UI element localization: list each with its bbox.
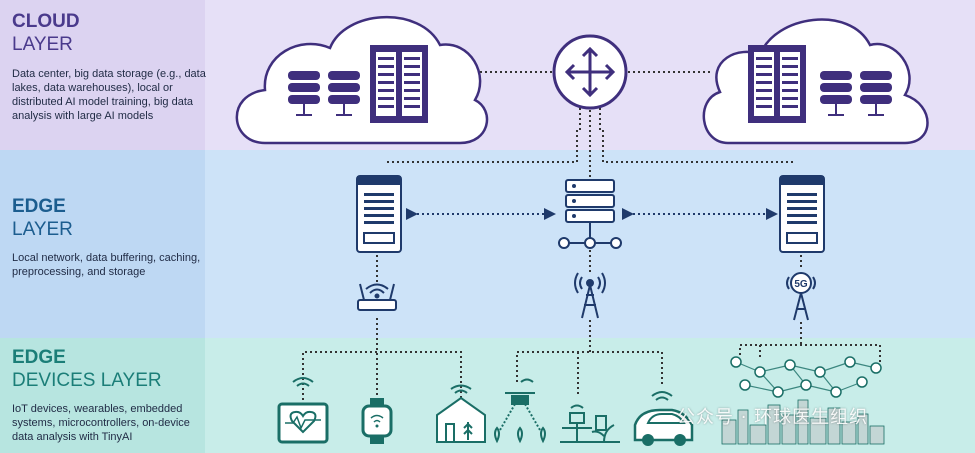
wifi-router-icon xyxy=(357,283,397,311)
devices-layer-title: EDGE DEVICES LAYER xyxy=(12,346,162,392)
cloud-layer-title-bold: CLOUD xyxy=(12,11,80,32)
cloud-icon xyxy=(235,15,489,145)
edge-server-icon xyxy=(779,175,825,253)
tablet-heart-icon xyxy=(277,377,329,444)
edge-server-icon xyxy=(356,175,402,253)
watermark-text: 公众号 · 环球医生组织 xyxy=(677,407,869,428)
database-icon xyxy=(328,71,360,116)
edge-layer-title: EDGE LAYER xyxy=(12,195,73,241)
edge-layer-title-sub: LAYER xyxy=(12,219,73,240)
drone-icon xyxy=(494,378,546,444)
router-icon xyxy=(552,34,628,110)
server-rack-icon xyxy=(370,45,428,123)
smartwatch-icon xyxy=(361,398,393,444)
smart-city-icon xyxy=(721,356,885,445)
smart-home-icon xyxy=(436,384,486,443)
cloud-layer-title-sub: LAYER xyxy=(12,34,73,55)
cloud-icon xyxy=(702,18,929,145)
5g-badge-label: 5G xyxy=(794,279,808,290)
devices-layer-description: IoT devices, wearables, embedded systems… xyxy=(12,403,190,443)
cell-tower-icon xyxy=(574,272,606,319)
edge-layer-description: Local network, data buffering, caching, … xyxy=(12,252,201,278)
self-driving-car-icon xyxy=(633,391,694,446)
devices-layer-title-sub: DEVICES LAYER xyxy=(12,370,162,391)
devices-layer-label-panel xyxy=(0,338,205,453)
network-hub-icon xyxy=(558,179,622,249)
database-icon xyxy=(820,71,852,116)
smart-farm-icon xyxy=(560,404,620,443)
cloud-layer-title: CLOUD LAYER xyxy=(12,10,80,56)
edge-layer-title-bold: EDGE xyxy=(12,196,66,217)
connection-lines xyxy=(302,71,881,400)
server-rack-icon xyxy=(748,45,806,123)
cloud-layer-description: Data center, big data storage (e.g., dat… xyxy=(12,68,206,122)
5g-tower-icon: 5G xyxy=(786,272,816,321)
database-icon xyxy=(288,71,320,116)
devices-layer-title-bold: EDGE xyxy=(12,347,66,368)
edge-layer-label-panel xyxy=(0,150,205,338)
database-icon xyxy=(860,71,892,116)
cloud-layer-label-panel xyxy=(0,0,205,150)
